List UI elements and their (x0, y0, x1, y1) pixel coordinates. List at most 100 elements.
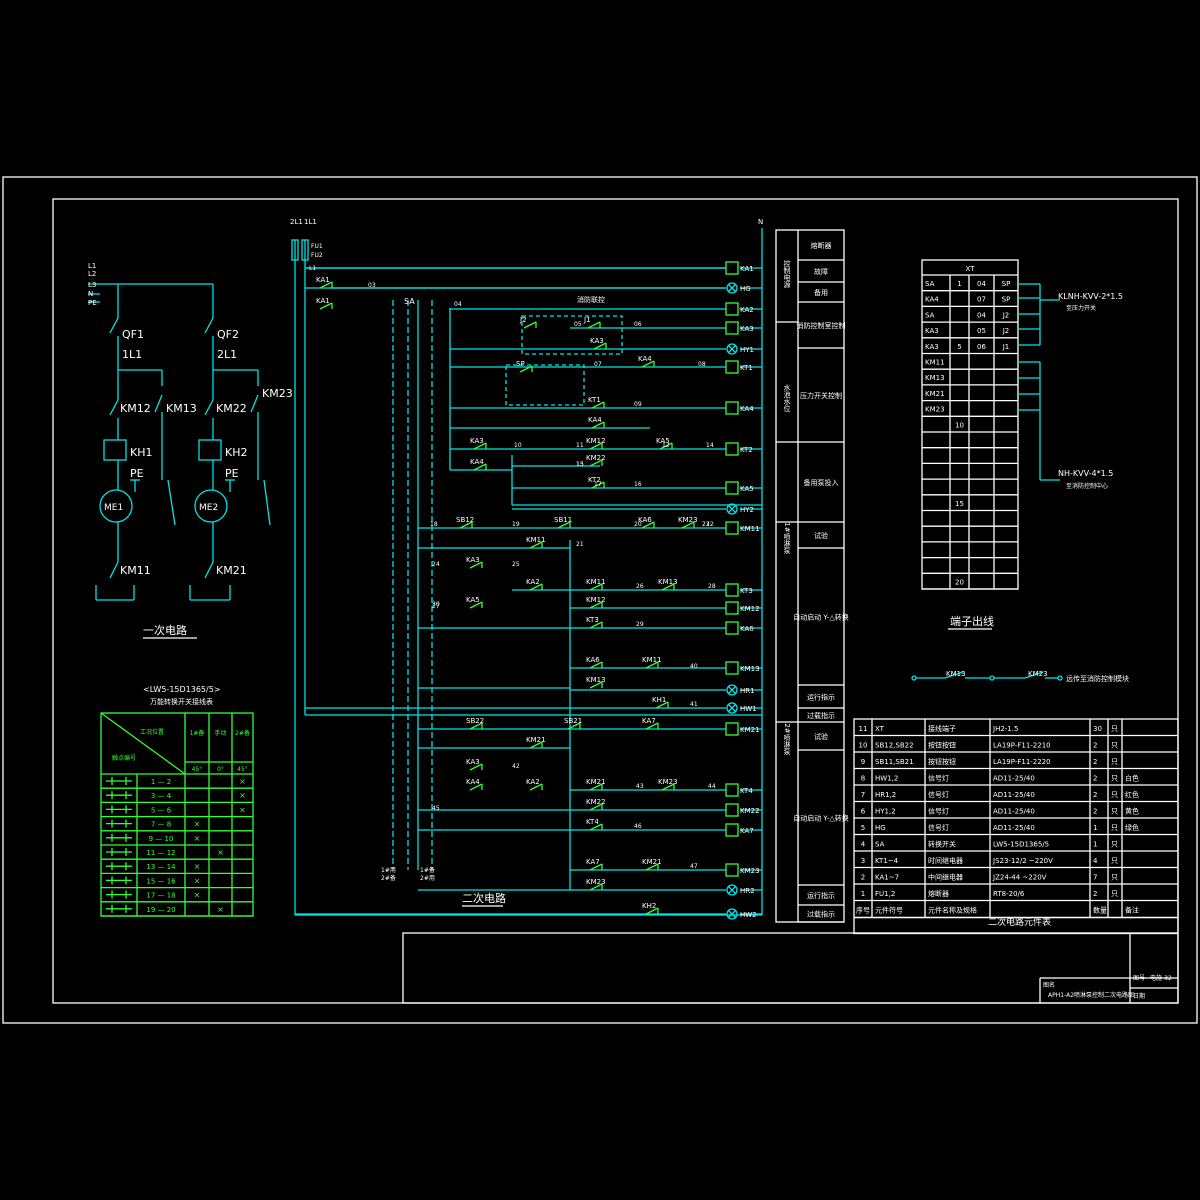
coil-label-6: KA4 (740, 405, 754, 413)
top-label-L1: L1 (309, 265, 316, 272)
switch-row-mark: × (217, 848, 224, 857)
switch-row-mark: × (194, 834, 201, 843)
label-KM12: KM12 (120, 402, 151, 415)
component-cell: HY1,2 (875, 808, 896, 816)
contact-label-26: KT3 (586, 616, 599, 624)
wire-number: 16 (634, 481, 642, 488)
contact-symbol (529, 583, 543, 591)
contact-label-37: KA2 (526, 778, 540, 786)
switch-row-label: 1 — 2 (151, 778, 171, 786)
wire-number: 40 (690, 663, 698, 670)
contact-symbol (519, 365, 533, 373)
switch-row-label: 17 — 18 (146, 892, 175, 900)
cable1-label: KLNH-KVV-2*1.5 (1058, 292, 1123, 301)
contact-symbol (655, 701, 669, 709)
contact-symbol (591, 401, 605, 409)
contact-symbol (523, 321, 537, 329)
function-label-5: 备用泵投入 (804, 478, 839, 487)
contact-label-32: SB22 (466, 717, 484, 725)
coil-label-7: KT2 (740, 446, 753, 454)
cable2-note: 至消防控制中心 (1066, 482, 1108, 490)
coil-label-20: KA7 (740, 827, 754, 835)
label-L3: L3 (88, 281, 96, 289)
contact-symbol (589, 661, 603, 669)
component-cell: JS23-12/2 ~220V (992, 857, 1053, 865)
remote-signal-note: KM13 KM23 远传至消防控制模块 (911, 670, 1129, 683)
component-cell: KA1~7 (875, 874, 899, 882)
switch-col-angle-0: 45° (192, 766, 203, 773)
switch-row-mark: × (239, 777, 246, 786)
component-cell: 信号灯 (928, 774, 949, 783)
component-header: 元件名称及规格 (928, 906, 977, 915)
component-cell: AD11-25/40 (993, 808, 1035, 816)
switch-contact-symbol (106, 777, 132, 785)
component-cell: 2 (1093, 890, 1097, 898)
terminal-title: XT (966, 265, 976, 273)
contact-symbol (593, 342, 607, 350)
label-2L1: 2L1 (217, 348, 237, 361)
switch-row-mark: × (194, 820, 201, 829)
coil-label-18: KT4 (740, 787, 753, 795)
component-cell: FU1,2 (875, 890, 895, 898)
relay-coil (725, 803, 739, 817)
contact-label-20: KA3 (466, 556, 480, 564)
contact-symbol (641, 521, 655, 529)
wire-number: 43 (636, 783, 644, 790)
function-label-11: 自动启动 Y-△转换 (793, 814, 849, 823)
contact-symbol (681, 521, 695, 529)
terminal-cell: 07 (977, 296, 986, 304)
terminal-cell: 06 (977, 343, 986, 351)
coil-label-1: HG (740, 285, 751, 293)
relay-coil (725, 321, 739, 335)
component-cell: 只 (1111, 808, 1118, 816)
contact-label-14: KT2 (588, 476, 601, 484)
contact-label-30: KH1 (652, 696, 666, 704)
wire-number: 21 (576, 541, 584, 548)
terminal-cell: SA (925, 311, 935, 319)
terminal-cell: 05 (977, 327, 986, 335)
indicator-lamp (726, 908, 738, 920)
wire-number: 05 (574, 321, 582, 328)
coil-label-9: HY2 (740, 506, 754, 514)
contact-symbol (659, 442, 673, 450)
switch-row-label: 13 — 14 (146, 863, 176, 871)
remote-km13: KM13 (946, 670, 966, 678)
contact-symbol (589, 442, 603, 450)
component-cell: 黄色 (1125, 807, 1139, 816)
component-cell: 7 (1093, 874, 1097, 882)
relay-coil (725, 442, 739, 456)
switch-row-label: 15 — 16 (146, 877, 176, 885)
component-cell: SA (875, 841, 885, 849)
component-cell: 9 (861, 758, 865, 766)
contact-label-41: KT4 (586, 818, 599, 826)
function-label-2: 备用 (814, 288, 828, 297)
contact-symbol (645, 907, 659, 915)
function-group-4: 水池水位 (783, 383, 791, 412)
contact-symbol (567, 722, 581, 730)
relay-coil (725, 583, 739, 597)
contact-symbol (589, 459, 603, 467)
component-cell: 绿色 (1125, 823, 1139, 832)
contact-label-25: KM13 (658, 578, 678, 586)
wire-number: 19 (512, 521, 520, 528)
coil-label-3: KA3 (740, 325, 754, 333)
primary-circuit: L1 L2 L3 N PE QF1 QF2 1L1 2L1 KM12 KM13 … (88, 262, 293, 639)
contact-symbol (459, 521, 473, 529)
label-QF1: QF1 (122, 328, 144, 341)
contact-label-40: KM23 (658, 778, 678, 786)
contact-symbol (589, 783, 603, 791)
function-label-1: 故障 (814, 267, 828, 276)
contact-symbol (589, 601, 603, 609)
contact-symbol (319, 302, 333, 310)
contact-symbol (645, 722, 659, 730)
switch-col-angle-1: 0° (217, 766, 224, 773)
component-cell: 8 (861, 775, 865, 783)
contact-label-21: KA2 (526, 578, 540, 586)
contact-symbol (469, 722, 483, 730)
relay-coil (725, 621, 739, 635)
coil-label-16: HW1 (740, 705, 757, 713)
label-PE-2: PE (225, 467, 239, 480)
switch-header-contact: 触点编号 (112, 754, 136, 762)
bottom-label-1: 1#用 (381, 867, 396, 874)
